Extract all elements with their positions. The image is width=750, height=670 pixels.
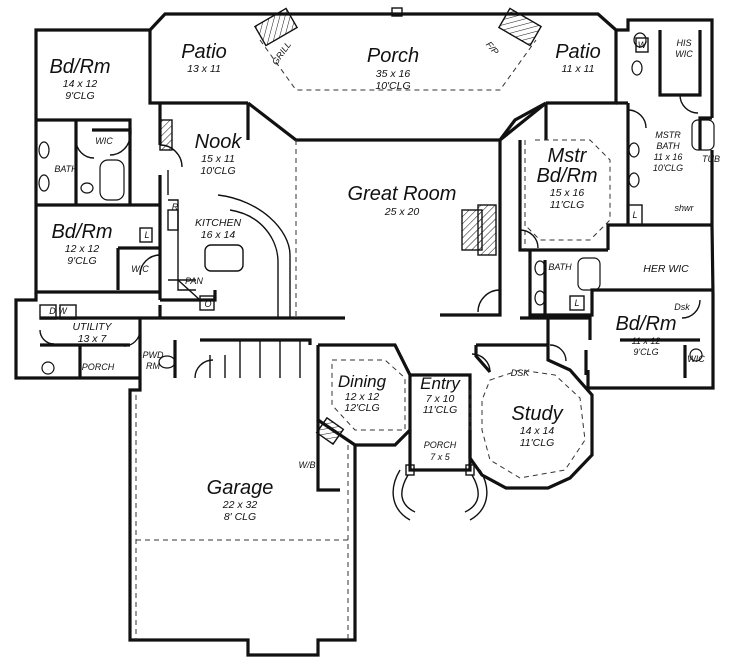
svg-text:25 x 20: 25 x 20 [384, 206, 420, 218]
svg-text:L: L [144, 230, 149, 240]
room-name-patio-right: Patio [555, 41, 601, 63]
svg-text:14 x 12: 14 x 12 [63, 78, 98, 90]
svg-text:9'CLG: 9'CLG [67, 255, 96, 267]
svg-text:35 x 16: 35 x 16 [376, 68, 411, 80]
room-name-garage: Garage [207, 477, 274, 499]
svg-text:BATH: BATH [54, 164, 78, 174]
svg-text:MSTR: MSTR [655, 130, 681, 140]
svg-text:R: R [172, 202, 179, 212]
room-labels: Bd/Rm 14 x 12 9'CLG Patio 13 x 11 Porch … [49, 38, 693, 523]
room-name-entry: Entry [420, 374, 461, 393]
room-name-study: Study [511, 403, 563, 425]
room-name-porch: Porch [367, 45, 419, 67]
svg-text:GRILL: GRILL [270, 40, 293, 67]
svg-text:BATH: BATH [548, 262, 572, 272]
room-name-front-porch: PORCH [424, 440, 457, 450]
svg-text:Dsk: Dsk [674, 302, 690, 312]
svg-text:RM: RM [146, 361, 160, 371]
svg-text:15 x 16: 15 x 16 [550, 187, 585, 199]
fixtures [38, 7, 715, 446]
svg-text:12 x 12: 12 x 12 [345, 391, 380, 403]
fixture-tags: GRILL F/P WIC WIC WIC BATH BATH HER WIC … [49, 39, 720, 470]
room-name-patio-left: Patio [181, 41, 227, 63]
room-name-nook: Nook [195, 131, 243, 153]
svg-text:22 x 32: 22 x 32 [222, 499, 258, 511]
svg-text:9'CLG: 9'CLG [633, 347, 658, 357]
detail-lines [167, 39, 611, 521]
svg-text:PAN: PAN [185, 276, 203, 286]
room-name-bdrm-e: Bd/Rm [615, 313, 676, 335]
svg-text:11'CLG: 11'CLG [550, 199, 585, 211]
svg-text:F/P: F/P [484, 39, 501, 56]
svg-text:11 x 12: 11 x 12 [632, 336, 661, 346]
svg-text:O: O [204, 299, 211, 309]
svg-text:11'CLG: 11'CLG [423, 404, 458, 416]
svg-text:14 x 14: 14 x 14 [520, 425, 555, 437]
svg-text:W/B: W/B [299, 460, 316, 470]
svg-text:12'CLG: 12'CLG [344, 402, 379, 414]
svg-text:W: W [638, 40, 648, 50]
room-name-kitchen: KITCHEN [195, 217, 242, 229]
svg-text:D W: D W [49, 306, 68, 316]
svg-text:12 x 12: 12 x 12 [65, 243, 100, 255]
svg-text:11'CLG: 11'CLG [520, 437, 555, 449]
svg-text:WIC: WIC [95, 136, 113, 146]
svg-text:TUB: TUB [702, 154, 720, 164]
svg-text:7 x 10: 7 x 10 [426, 393, 455, 405]
svg-text:HIS: HIS [676, 38, 691, 48]
exterior-walls [14, 12, 715, 657]
svg-text:11 x 16: 11 x 16 [654, 152, 683, 162]
svg-text:10'CLG: 10'CLG [653, 163, 683, 173]
room-name-mstr-bdrm: Mstr [548, 145, 588, 167]
svg-text:13 x 7: 13 x 7 [78, 333, 108, 345]
svg-text:WIC: WIC [131, 264, 149, 274]
fp-patio-hatch [497, 7, 543, 47]
svg-text:PORCH: PORCH [82, 362, 115, 372]
svg-text:L: L [632, 210, 637, 220]
interior-walls [36, 30, 712, 378]
svg-text:8' CLG: 8' CLG [224, 511, 256, 523]
svg-text:L: L [574, 298, 579, 308]
room-name-bdrm-nw: Bd/Rm [49, 56, 110, 78]
svg-text:Bd/Rm: Bd/Rm [536, 165, 597, 187]
svg-text:HER WIC: HER WIC [643, 263, 689, 275]
room-name-dining: Dining [338, 372, 387, 391]
svg-text:WIC: WIC [687, 354, 705, 364]
room-name-great-room: Great Room [348, 183, 457, 205]
svg-text:PWD: PWD [143, 350, 164, 360]
svg-text:13 x 11: 13 x 11 [187, 63, 221, 75]
svg-text:DSK: DSK [511, 368, 531, 378]
svg-text:WIC: WIC [675, 49, 693, 59]
svg-text:16 x 14: 16 x 14 [201, 229, 236, 241]
grill-hatch [253, 7, 299, 47]
svg-text:15 x 11: 15 x 11 [201, 153, 235, 165]
svg-text:shwr: shwr [674, 203, 694, 213]
svg-text:7 x 5: 7 x 5 [430, 452, 451, 462]
room-name-utility: UTILITY [72, 321, 112, 333]
svg-text:10'CLG: 10'CLG [200, 165, 235, 177]
svg-text:BATH: BATH [656, 141, 680, 151]
svg-text:9'CLG: 9'CLG [65, 90, 94, 102]
svg-text:10'CLG: 10'CLG [375, 80, 410, 92]
room-name-bdrm-w: Bd/Rm [51, 221, 112, 243]
svg-text:11 x 11: 11 x 11 [562, 63, 595, 75]
